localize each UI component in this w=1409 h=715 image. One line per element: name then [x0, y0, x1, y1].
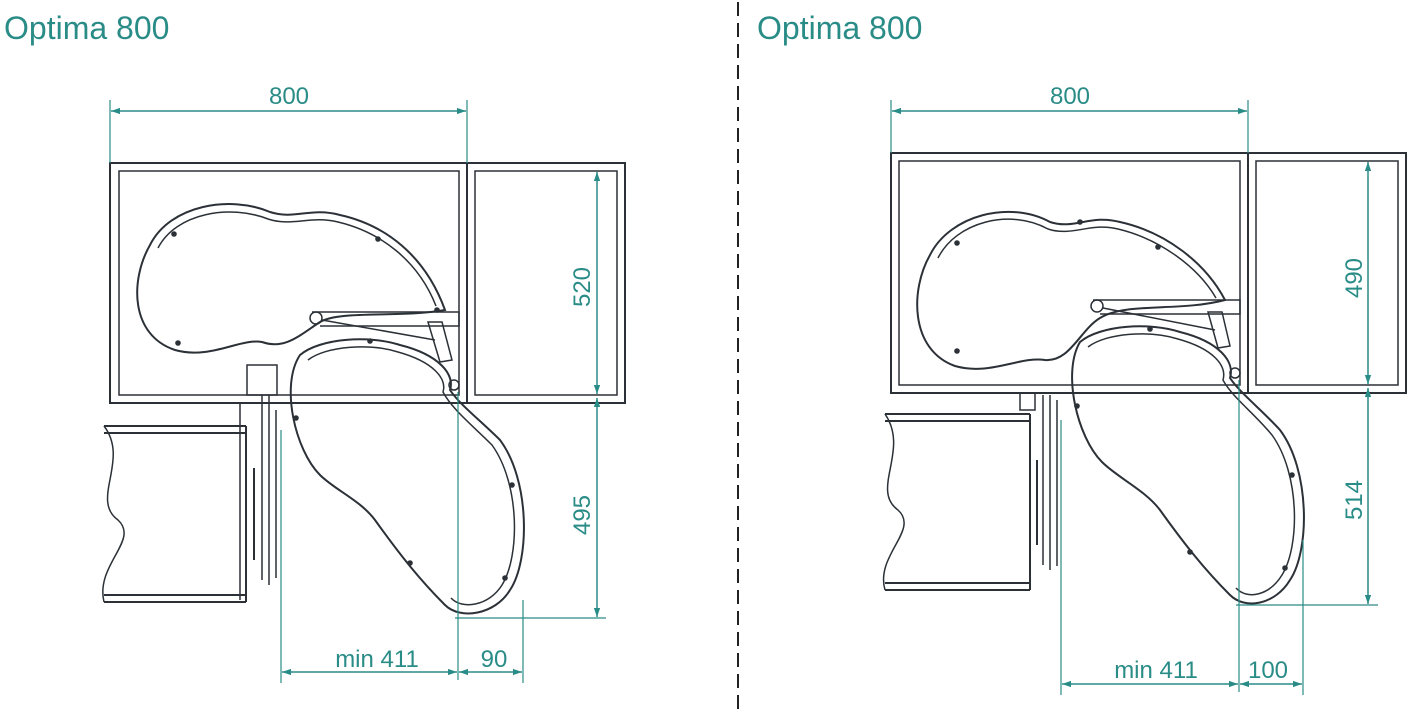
right-swing-arm	[1090, 299, 1241, 379]
right-back-shelf	[916, 210, 1227, 370]
right-front-shelf	[1071, 325, 1305, 605]
right-depth-front-label: 514	[1341, 480, 1368, 520]
left-neighbor-drawer	[102, 425, 247, 603]
right-min-label: min 411	[1114, 657, 1198, 684]
left-depth-front-label: 495	[569, 495, 596, 535]
left-front-shelf	[289, 338, 525, 615]
left-min-label: min 411	[335, 646, 419, 673]
title-left: Optima 800	[4, 10, 170, 46]
left-offset-label: 90	[481, 646, 508, 673]
right-offset-label: 100	[1248, 657, 1288, 684]
right-dimensions	[890, 100, 1378, 695]
left-depth-back-label: 520	[569, 267, 596, 307]
title-right: Optima 800	[757, 10, 923, 46]
right-cabinet	[890, 152, 1407, 570]
left-cabinet	[109, 162, 626, 600]
left-dimensions	[109, 100, 606, 683]
right-diagram: 800 490 514 min 411 100	[882, 83, 1407, 695]
left-diagram: 800 520 495 min 411 90	[102, 83, 626, 683]
left-back-shelf	[136, 203, 447, 354]
right-neighbor-drawer	[882, 413, 1031, 591]
left-width-label: 800	[269, 83, 309, 110]
left-swing-arm	[309, 311, 460, 391]
right-width-label: 800	[1050, 83, 1090, 110]
right-depth-back-label: 490	[1341, 258, 1368, 298]
